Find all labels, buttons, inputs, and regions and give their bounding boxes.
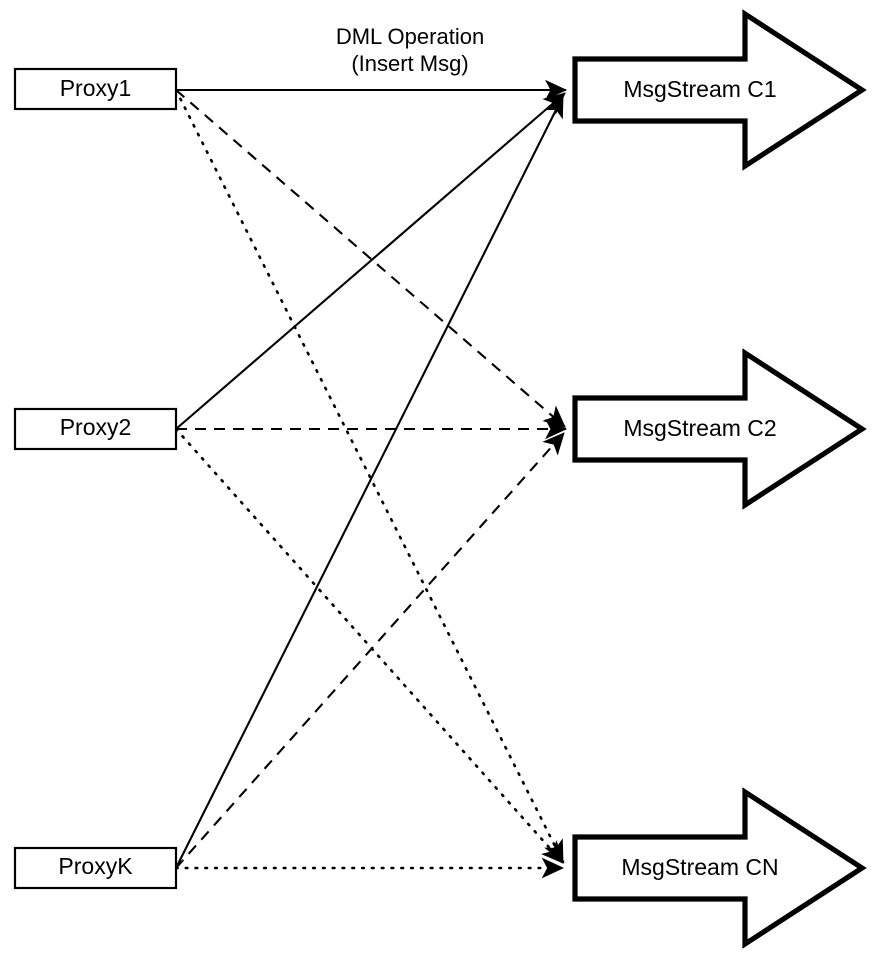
proxy-label-proxyk: ProxyK <box>58 853 133 879</box>
proxy-box-proxyk[interactable] <box>13 846 178 890</box>
stream-label-c1: MsgStream C1 <box>623 76 776 102</box>
proxy-node-proxyk[interactable]: ProxyK <box>13 846 178 890</box>
stream-node-stream-c1[interactable]: MsgStream C1 <box>572 9 867 171</box>
stream-arrow-shape-c1[interactable] <box>572 9 867 171</box>
stream-arrow-shape-cn[interactable] <box>572 787 867 949</box>
link-proxyk-to-stream-c1[interactable] <box>175 95 564 869</box>
proxy-node-proxy1[interactable]: Proxy1 <box>13 67 178 111</box>
link-proxy2-to-stream-cn[interactable] <box>174 427 565 865</box>
edge-label-line-2: (Insert Msg) <box>351 51 468 76</box>
proxy-node-proxy2[interactable]: Proxy2 <box>13 407 178 451</box>
link-proxy1-to-stream-c2[interactable] <box>175 89 566 428</box>
stream-label-cn: MsgStream CN <box>621 854 778 880</box>
link-proxyk-to-stream-c2[interactable] <box>175 432 565 869</box>
stream-node-stream-cn[interactable]: MsgStream CN <box>572 787 867 949</box>
stream-nodes-layer: MsgStream C1 MsgStream C2 MsgStream CN <box>572 9 867 949</box>
edge-label-line-1: DML Operation <box>336 24 484 49</box>
stream-arrow-shape-c2[interactable] <box>572 348 867 510</box>
proxy-nodes-layer: Proxy1 Proxy2 ProxyK <box>13 67 178 890</box>
edge-label-dml-operation: DML Operation (Insert Msg) <box>336 24 484 76</box>
proxy-label-proxy1: Proxy1 <box>60 75 132 101</box>
stream-node-stream-c2[interactable]: MsgStream C2 <box>572 348 867 510</box>
link-proxy1-to-stream-cn[interactable] <box>174 88 565 864</box>
link-proxy2-to-stream-c1[interactable] <box>175 92 566 430</box>
proxy-box-proxy1[interactable] <box>13 67 178 111</box>
stream-label-c2: MsgStream C2 <box>623 415 776 441</box>
proxy-box-proxy2[interactable] <box>13 407 178 451</box>
links-layer <box>174 79 568 879</box>
proxy-label-proxy2: Proxy2 <box>60 414 132 440</box>
